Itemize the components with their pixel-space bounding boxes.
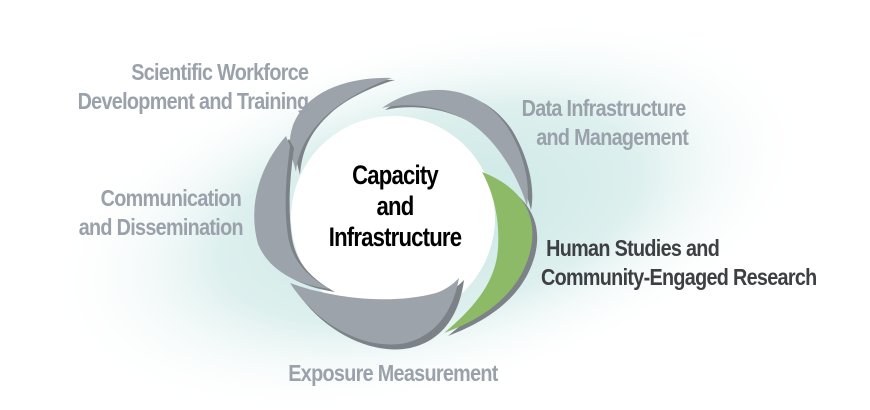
center-title-line-3: Infrastructure (328, 222, 462, 252)
petal-exposure-measurement[interactable] (290, 278, 464, 350)
center-title-line-2: and (376, 191, 415, 221)
petal-communication[interactable] (254, 136, 335, 292)
petal-data-infrastructure[interactable] (382, 89, 533, 210)
label-exposure-measurement: Exposure Measurement (288, 360, 498, 386)
center-title-line-1: Capacity (352, 160, 439, 190)
label-communication: Communication and Dissemination (78, 185, 244, 240)
petal-human-studies[interactable] (444, 172, 538, 336)
label-scientific-workforce: Scientific Workforce Development and Tra… (77, 59, 308, 114)
center-circle (291, 116, 495, 320)
label-data-infrastructure: Data Infrastructure and Management (521, 95, 689, 150)
label-human-studies: Human Studies and Community-Engaged Rese… (541, 235, 817, 290)
petal-scientific-workforce[interactable] (289, 77, 395, 175)
center-title: Capacity and Infrastructure (313, 160, 477, 253)
